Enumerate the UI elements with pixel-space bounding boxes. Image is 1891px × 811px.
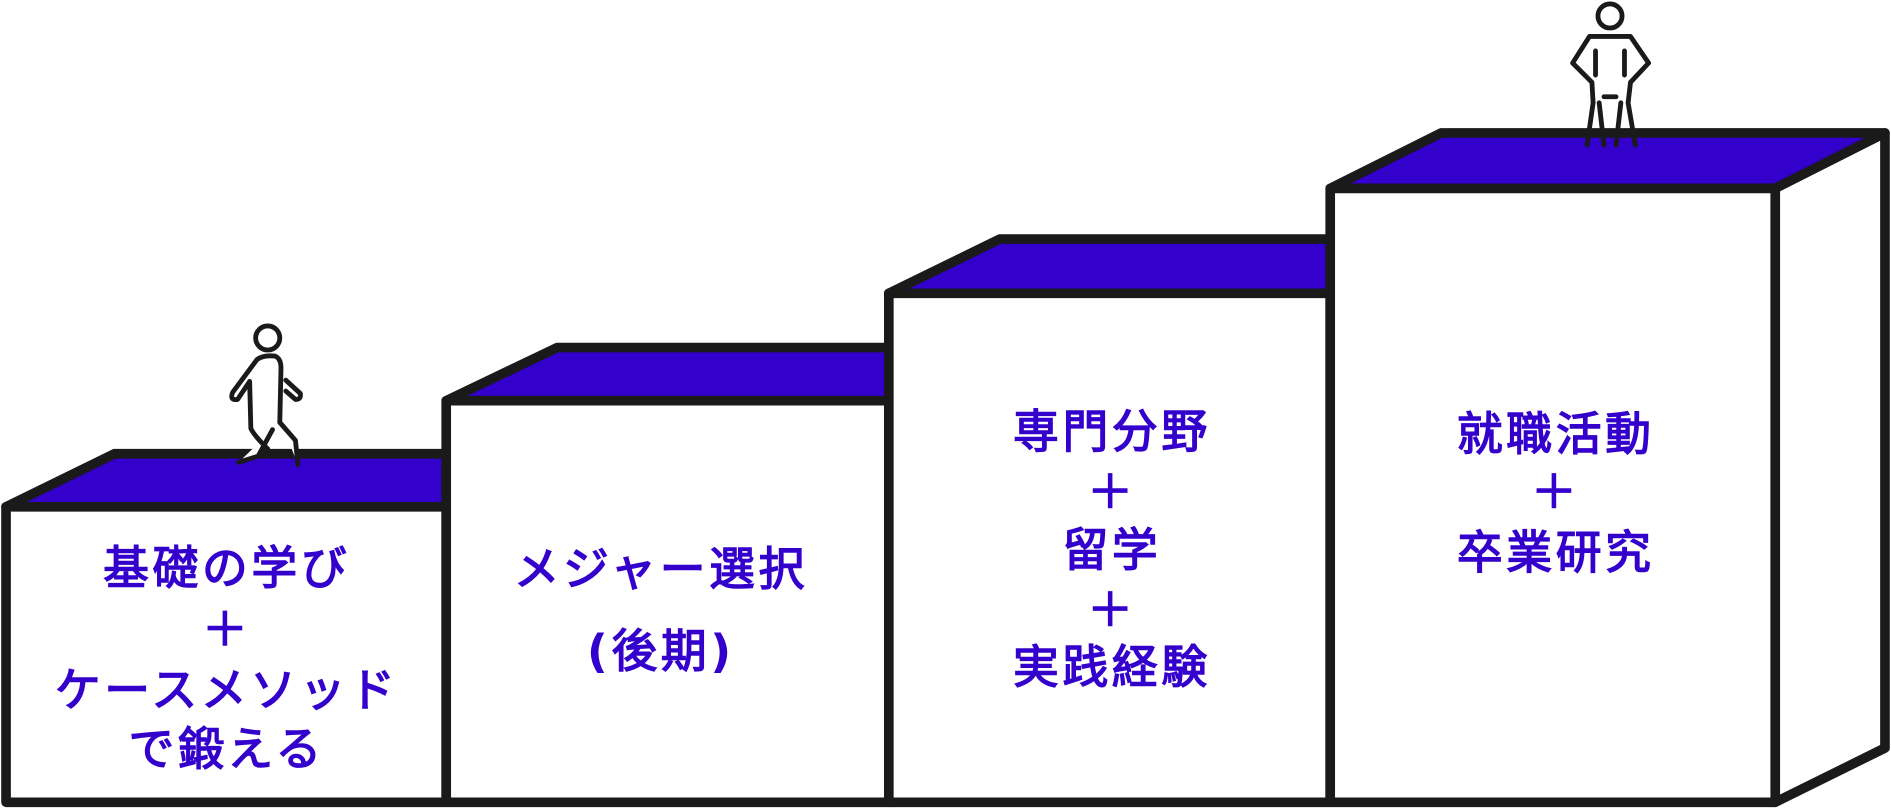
step-1-line-1: 基礎の学び <box>103 541 350 595</box>
step-2-line-1: メジャー選択 <box>514 542 808 596</box>
walking-person-icon <box>229 323 303 468</box>
step-2-front <box>441 395 894 808</box>
step-4-side <box>1770 128 1890 808</box>
step-4-front <box>1325 183 1781 808</box>
step-1-line-4: で鍛える <box>129 722 325 776</box>
step-2-line-2: (後期) <box>587 624 735 678</box>
step-1-line-3: ケースメソッド <box>55 663 399 717</box>
step-2-top <box>441 342 894 406</box>
step-1-top <box>1 448 452 512</box>
step-3-line-1: 専門分野 <box>1013 405 1211 459</box>
step-1-line-2: ＋ <box>202 602 251 656</box>
step-3-front <box>883 288 1336 808</box>
step-4-line-2: ＋ <box>1531 465 1580 519</box>
standing-person-icon <box>1570 1 1652 148</box>
step-4-line-3: 卒業研究 <box>1457 525 1655 579</box>
step-3-line-4: ＋ <box>1087 583 1136 637</box>
step-2: メジャー選択 (後期) <box>441 342 894 808</box>
step-3-line-2: ＋ <box>1087 465 1136 519</box>
step-3-line-3: 留学 <box>1062 523 1161 577</box>
step-4: 就職活動 ＋ 卒業研究 <box>1325 128 1890 808</box>
step-1: 基礎の学び ＋ ケースメソッド で鍛える <box>1 448 452 808</box>
step-3-top <box>883 234 1336 299</box>
step-1-front <box>1 501 452 808</box>
step-3: 専門分野 ＋ 留学 ＋ 実践経験 <box>883 234 1336 808</box>
step-4-line-1: 就職活動 <box>1457 407 1655 461</box>
step-3-line-5: 実践経験 <box>1013 640 1211 694</box>
